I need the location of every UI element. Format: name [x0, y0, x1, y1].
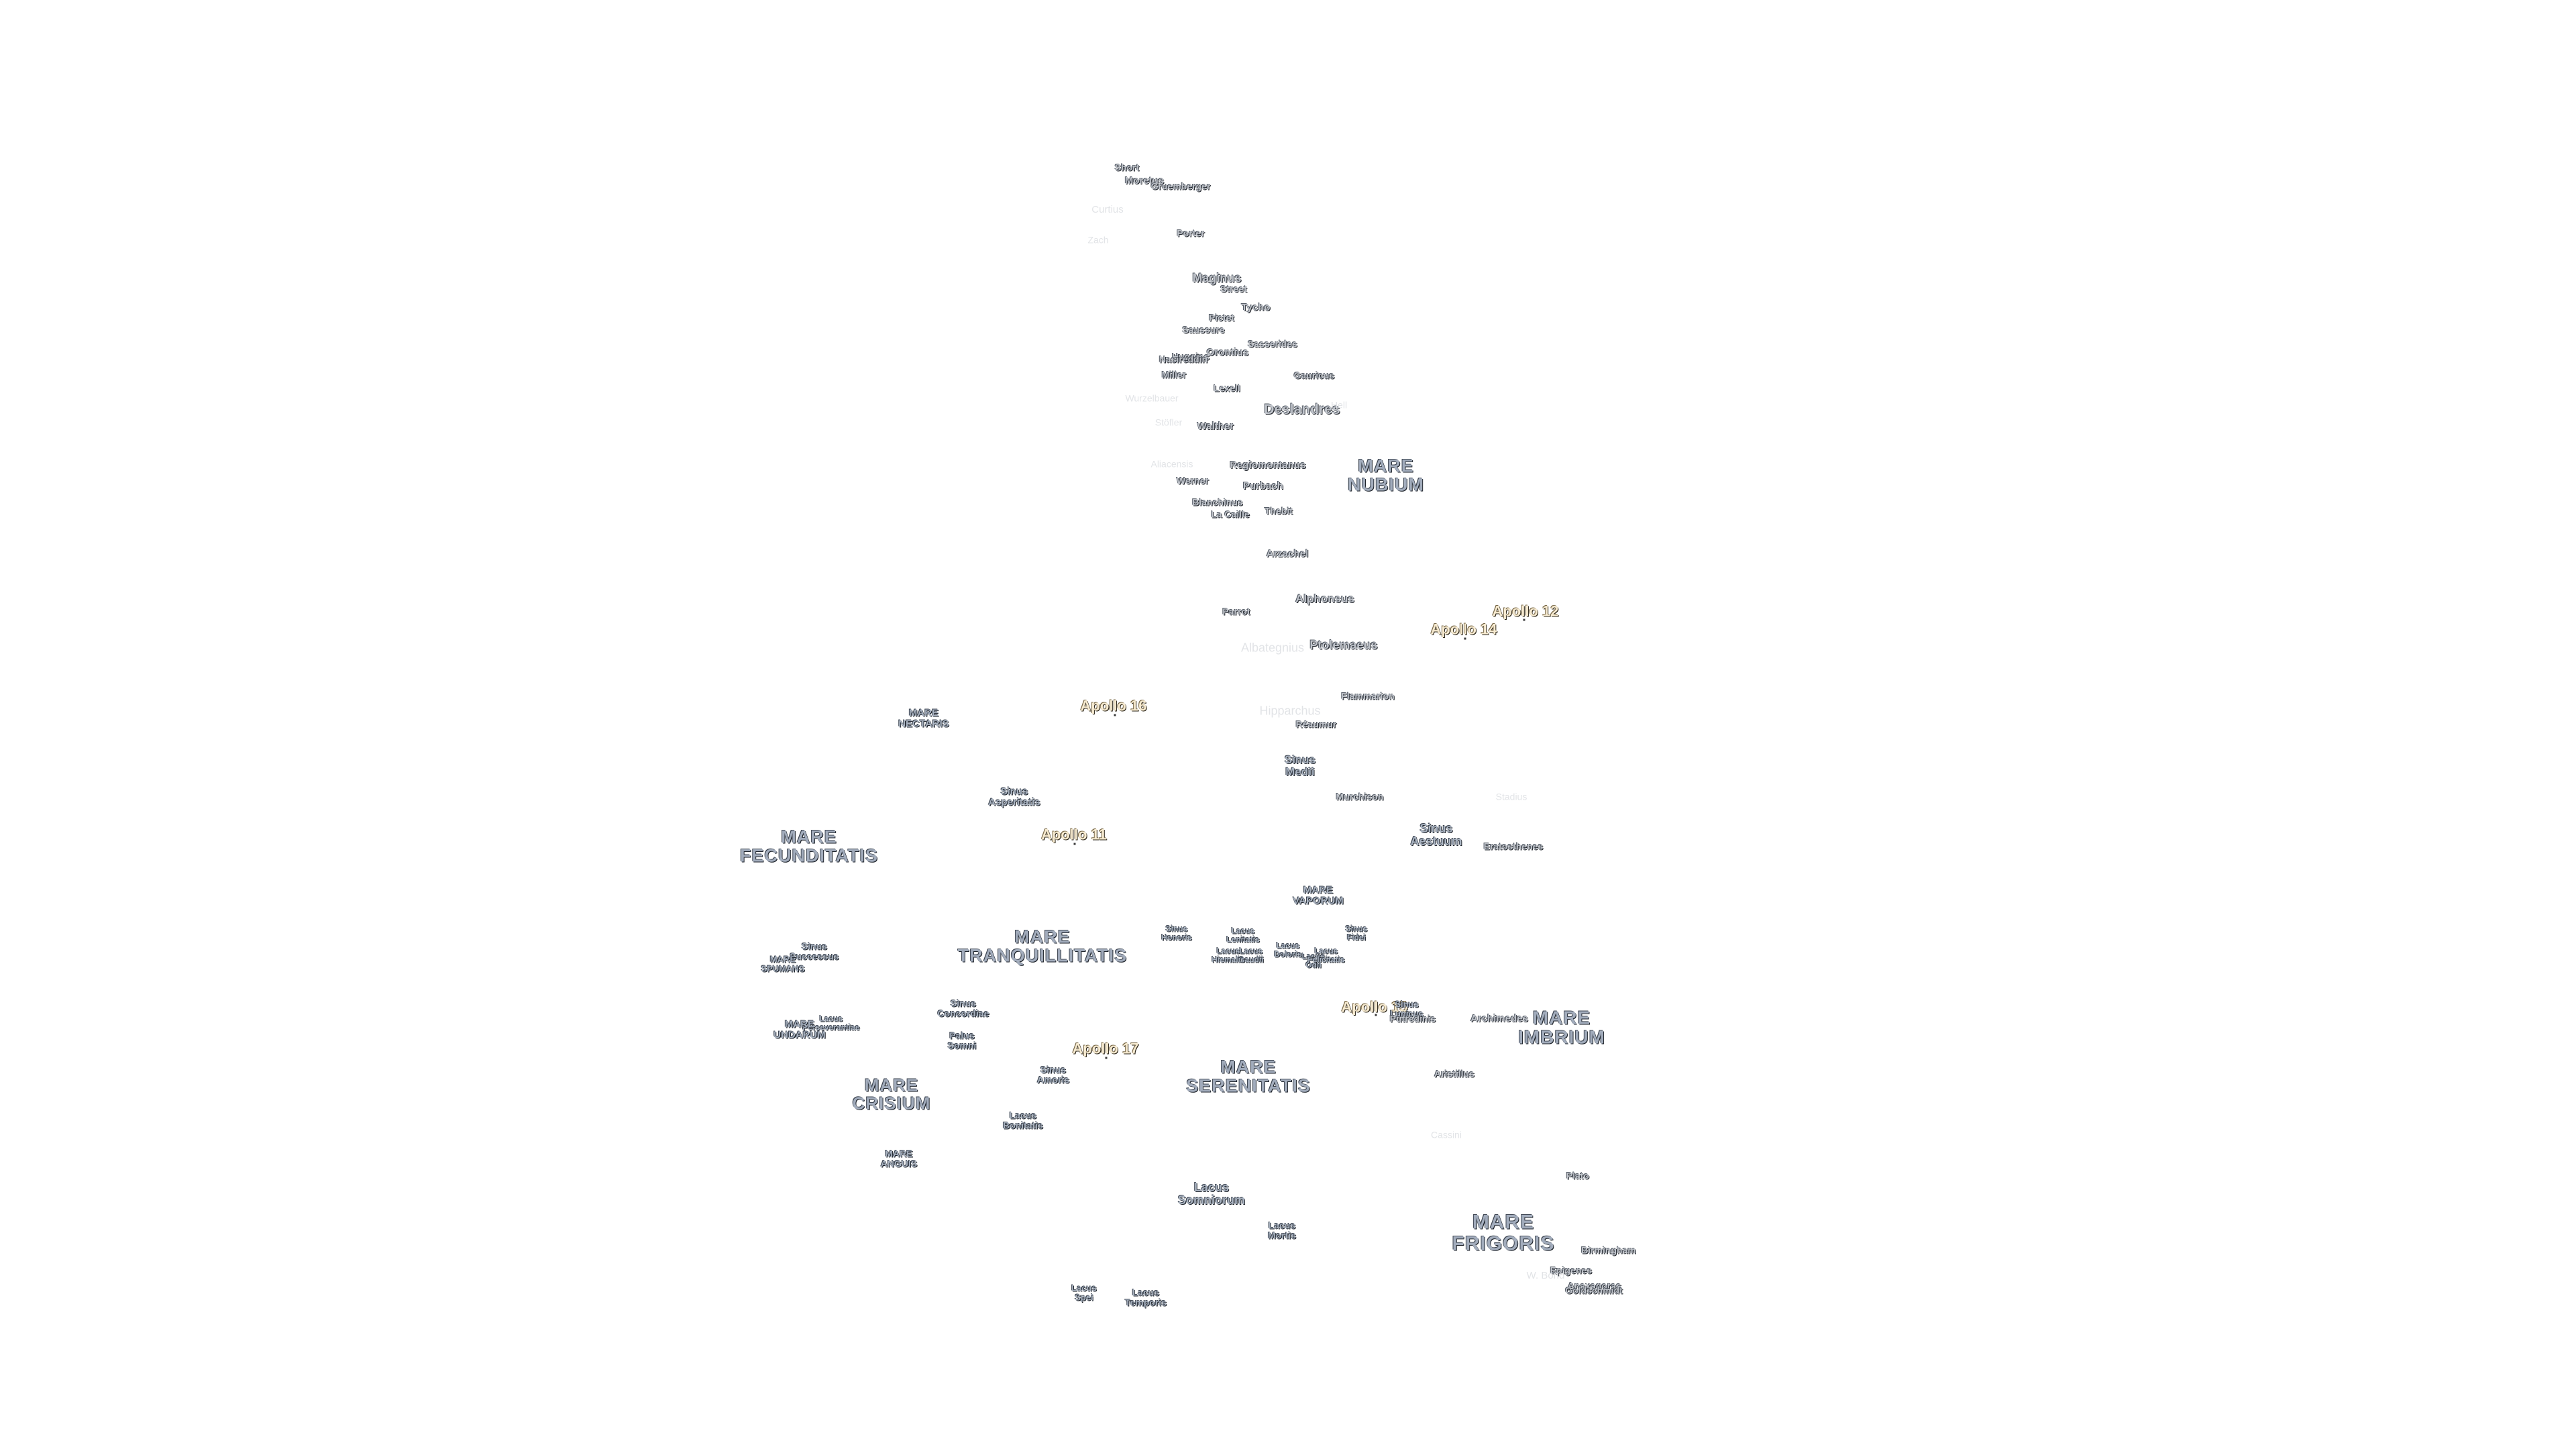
map-label-plato: Plato	[1566, 1170, 1590, 1181]
map-label-porter: Porter	[1177, 227, 1205, 239]
map-label-hipparchus: Hipparchus	[1259, 704, 1321, 718]
landing-site-marker	[1464, 637, 1466, 640]
map-label-murchison: Murchison	[1336, 791, 1384, 802]
map-label-apollo-16: Apollo 16	[1080, 697, 1147, 714]
map-label-archimedes: Archimedes	[1470, 1013, 1528, 1025]
map-label-regiomontanus: Regiomontanus	[1230, 460, 1306, 472]
map-label-lacus-perseverantiae: Lacus Perseverantiae	[802, 1014, 860, 1032]
map-label-ptolemaeus: Ptolemaeus	[1309, 638, 1378, 652]
map-label-mare-nubium: MARE NUBIUM	[1348, 455, 1424, 495]
landing-site-marker	[1523, 619, 1525, 621]
map-label-mare-tranquillitatis: MARE TRANQUILLITATIS	[957, 926, 1128, 966]
map-label-mare-nectaris: MARE NECTARIS	[898, 707, 949, 729]
map-label-epigenes: Epigenes	[1550, 1265, 1593, 1276]
map-label-mare-vaporum: MARE VAPORUM	[1293, 884, 1344, 906]
map-label-mare-anguis: MARE ANGUIS	[880, 1148, 918, 1169]
map-label-sinus-aestuum: Sinus Aestuum	[1410, 822, 1462, 848]
map-label-sinus-fidei: Sinus Fidei	[1345, 924, 1368, 942]
map-label-lacus-somniorum: Lacus Somniorum	[1177, 1181, 1246, 1207]
map-label-parrot: Parrot	[1222, 606, 1250, 617]
map-label-gauricus: Gauricus	[1293, 370, 1335, 381]
map-label-mare-undarum: MARE UNDARUM	[773, 1018, 826, 1040]
map-label-hell: Hell	[1330, 399, 1348, 411]
map-label-aristillus: Aristillus	[1434, 1068, 1474, 1079]
map-label-apollo-15: Apollo 15	[1341, 998, 1408, 1016]
map-label-cassini: Cassini	[1431, 1129, 1462, 1140]
map-label-birmingham: Birmingham	[1581, 1244, 1636, 1256]
map-label-mare-fecunditatis: MARE FECUNDITATIS	[740, 826, 878, 866]
map-label-saussure: Saussure	[1182, 324, 1225, 335]
map-label-w-bond: W. Bond	[1526, 1270, 1565, 1282]
map-label-apollo-12: Apollo 12	[1492, 602, 1559, 620]
map-label-sinus-lunicus: Sinus Lunicus	[1390, 999, 1424, 1018]
map-label-miller: Miller	[1161, 369, 1187, 380]
map-label-lacus-doloris: Lacus Doloris	[1274, 941, 1302, 959]
map-label-short: Short	[1114, 162, 1140, 173]
map-label-sinus-concordiae: Sinus Concordiae	[937, 998, 989, 1018]
map-label-apollo-11: Apollo 11	[1041, 826, 1107, 843]
map-label-tycho: Tycho	[1241, 302, 1271, 314]
map-label-maginus: Maginus	[1192, 271, 1242, 285]
map-label-street: Street	[1220, 283, 1247, 294]
map-label-moretus: Moretus	[1124, 175, 1165, 187]
map-label-pictet: Pictet	[1208, 312, 1235, 323]
map-label-purbach: Purbach	[1242, 480, 1284, 492]
map-label-arzachel: Arzachel	[1266, 548, 1309, 560]
map-label-alphonsus: Alphonsus	[1295, 592, 1354, 606]
map-label-lacus-felicitatis: Lacus Felicitatis	[1307, 946, 1345, 964]
map-label-goldschmidt: Goldschmidt	[1565, 1285, 1623, 1296]
map-label-stadius: Stadius	[1495, 791, 1527, 802]
map-label-apollo-17: Apollo 17	[1072, 1040, 1139, 1057]
map-label-eratosthenes: Eratosthenes	[1483, 841, 1544, 852]
map-label-mare-imbrium: MARE IMBRIUM	[1518, 1007, 1605, 1048]
map-label-lacus-gaudii: Lacus Gaudii	[1238, 946, 1264, 964]
map-label-aliacensis: Aliacensis	[1150, 458, 1193, 470]
map-label-lacus-spei: Lacus Spei	[1071, 1283, 1097, 1302]
map-label-palus-somni: Palus Somni	[947, 1030, 977, 1051]
map-label-flammarion: Flammarion	[1341, 690, 1395, 702]
map-label-sinus-medii: Sinus Medii	[1284, 753, 1316, 778]
map-label-werner: Werner	[1177, 475, 1209, 486]
map-label-lacus-hiemalis: Lacus Hiemalis	[1212, 946, 1245, 964]
map-label-orontius: Orontius	[1206, 347, 1249, 359]
landing-site-marker	[1114, 714, 1116, 716]
map-label-lacus-odii: Lacus Odii	[1301, 951, 1326, 969]
map-label-deslandres: Deslandres	[1264, 401, 1340, 417]
map-label-anaxagoras: Anaxagoras	[1567, 1280, 1622, 1291]
map-label-putredinis: Putredinis	[1389, 1013, 1436, 1024]
map-label-huggins: Huggins	[1172, 351, 1210, 362]
map-label-zach: Zach	[1087, 234, 1109, 246]
map-label-blanchinus: Blanchinus	[1192, 496, 1243, 508]
map-label-lacus-bonitatis: Lacus Bonitatis	[1003, 1110, 1043, 1130]
map-label-mare-crisium: MARE CRISIUM	[852, 1075, 931, 1114]
map-label-walther: Walther	[1197, 421, 1234, 433]
landing-site-marker	[1105, 1057, 1108, 1059]
map-label-wurzelbauer: Wurzelbauer	[1125, 392, 1179, 404]
map-label-mare-frigoris: MARE FRIGORIS	[1452, 1211, 1555, 1254]
map-label-lacus-lenitatis: Lacus Lenitatis	[1226, 926, 1260, 944]
map-label-la-caille: La Caille	[1211, 508, 1250, 520]
map-label-sinus-successus: Sinus Successus	[790, 941, 839, 961]
map-label-sinus-honoris: Sinus Honoris	[1161, 924, 1192, 942]
map-label-sasserides: Sasserides	[1248, 338, 1297, 350]
map-label-albategnius: Albategnius	[1240, 641, 1305, 655]
map-label-lexell: Lexell	[1214, 382, 1240, 394]
map-label-nasireddin: Nasireddin	[1159, 354, 1208, 365]
landing-site-marker	[1375, 1014, 1377, 1016]
map-label-thebit: Thebit	[1265, 505, 1293, 517]
map-label-curtius: Curtius	[1091, 204, 1124, 216]
map-label-st-fler: Stöfler	[1155, 417, 1183, 428]
map-label-r-aumur: Réaumur	[1295, 718, 1337, 730]
map-label-lacus-mortis: Lacus Mortis	[1268, 1220, 1296, 1240]
map-label-lacus-temporis: Lacus Temporis	[1125, 1287, 1167, 1307]
map-label-sinus-asperitatis: Sinus Asperitatis	[988, 786, 1040, 808]
map-label-mare-serenitatis: MARE SERENITATIS	[1186, 1057, 1311, 1096]
map-label-gruemberger: Gruemberger	[1150, 180, 1211, 192]
map-label-apollo-14: Apollo 14	[1430, 621, 1497, 638]
map-label-mare-spumans: MARE SPUMANS	[761, 954, 805, 973]
landing-site-marker	[1073, 843, 1076, 845]
map-label-sinus-amoris: Sinus Amoris	[1036, 1064, 1070, 1085]
